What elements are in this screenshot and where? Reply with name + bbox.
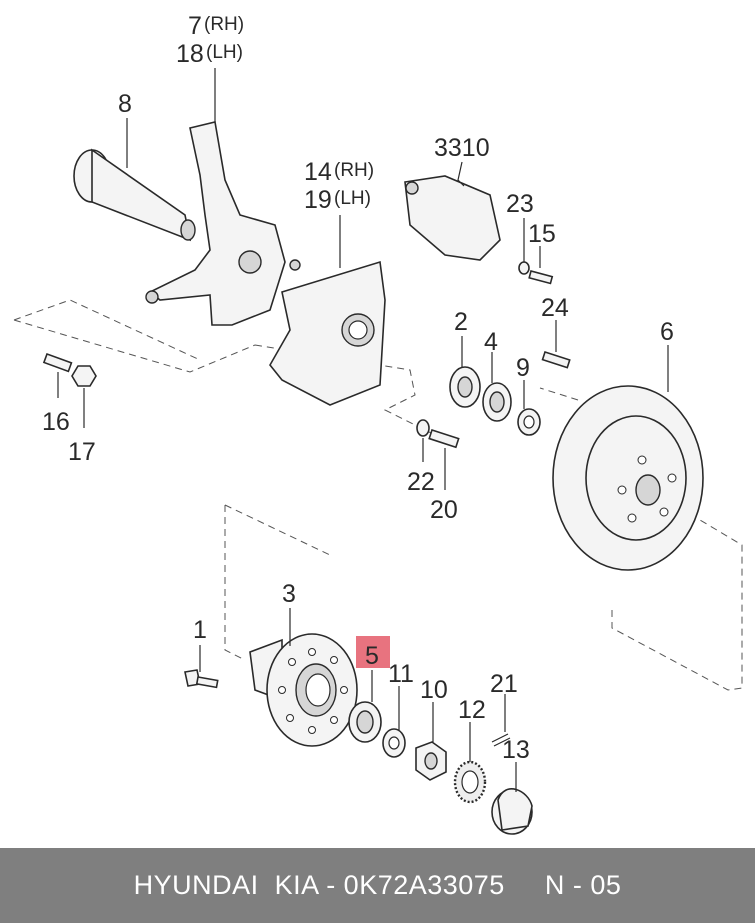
callout-14-side: (RH) [334, 160, 374, 181]
callout-3310: 3310 [434, 134, 490, 162]
callout-12: 12 [458, 696, 486, 724]
callout-23: 23 [506, 190, 534, 218]
part-15-bolt [528, 246, 554, 285]
part-13-grease-cap [491, 762, 533, 835]
callout-24: 24 [541, 294, 569, 322]
callout-10: 10 [420, 676, 448, 704]
callout-8: 8 [118, 90, 132, 118]
callout-20: 20 [430, 496, 458, 524]
callout-21: 21 [490, 670, 518, 698]
part-10-hub-nut [415, 702, 447, 781]
part-5-bearing [348, 670, 382, 743]
callout-9: 9 [516, 354, 530, 382]
part-2-bearing [449, 336, 481, 408]
footer-text: HYUNDAI KIA - 0K72A33075 N - 05 [133, 870, 622, 900]
callout-7: 7 [188, 12, 202, 40]
callout-6: 6 [660, 318, 674, 346]
part-7-18-steering-knuckle [145, 68, 301, 326]
callout-15: 15 [528, 220, 556, 248]
callout-5: 5 [365, 642, 379, 670]
part-3310-brake-caliper [404, 161, 501, 261]
part-8-spindle [73, 118, 196, 242]
callout-17: 17 [68, 438, 96, 466]
callout-labels: 7 (RH) 18 (LH) 8 14 (RH) 19 (LH) 3310 23… [42, 12, 674, 764]
part-21-cotter-pin [491, 694, 511, 747]
callout-18: 18 [176, 40, 204, 68]
part-1-hub-bolt [184, 645, 219, 689]
part-24-bolt [541, 320, 571, 369]
callout-19: 19 [304, 186, 332, 214]
callout-11: 11 [388, 660, 414, 688]
part-23-washer [518, 218, 530, 275]
callout-5-highlight [356, 636, 390, 668]
part-9-washer [517, 380, 541, 436]
assembly-outline-lower [224, 387, 743, 691]
callout-19-side: (LH) [334, 188, 371, 209]
callout-14: 14 [304, 158, 332, 186]
callout-18-side: (LH) [206, 42, 243, 63]
part-22-washer [416, 419, 430, 462]
callout-2: 2 [454, 308, 468, 336]
part-16-stud [42, 352, 73, 398]
part-11-washer [382, 686, 406, 758]
callout-22: 22 [407, 468, 435, 496]
part-20-bolt [428, 428, 460, 490]
part-6-brake-disc [552, 345, 704, 571]
assembly-outline-upper [13, 299, 446, 441]
callout-13: 13 [502, 736, 530, 764]
callout-3: 3 [282, 580, 296, 608]
callout-1: 1 [193, 616, 207, 644]
part-number-footer: HYUNDAI KIA - 0K72A33075 N - 05 [0, 848, 755, 923]
part-17-nut [71, 365, 97, 428]
part-14-19-dust-shield [269, 215, 386, 406]
exploded-parts-diagram: 7 (RH) 18 (LH) 8 14 (RH) 19 (LH) 3310 23… [13, 12, 743, 835]
callout-7-side: (RH) [204, 14, 244, 35]
callout-4: 4 [484, 328, 498, 356]
callout-16: 16 [42, 408, 70, 436]
part-12-tone-ring [453, 722, 487, 804]
part-4-bearing [482, 352, 512, 422]
part-3-wheel-hub [249, 608, 358, 747]
